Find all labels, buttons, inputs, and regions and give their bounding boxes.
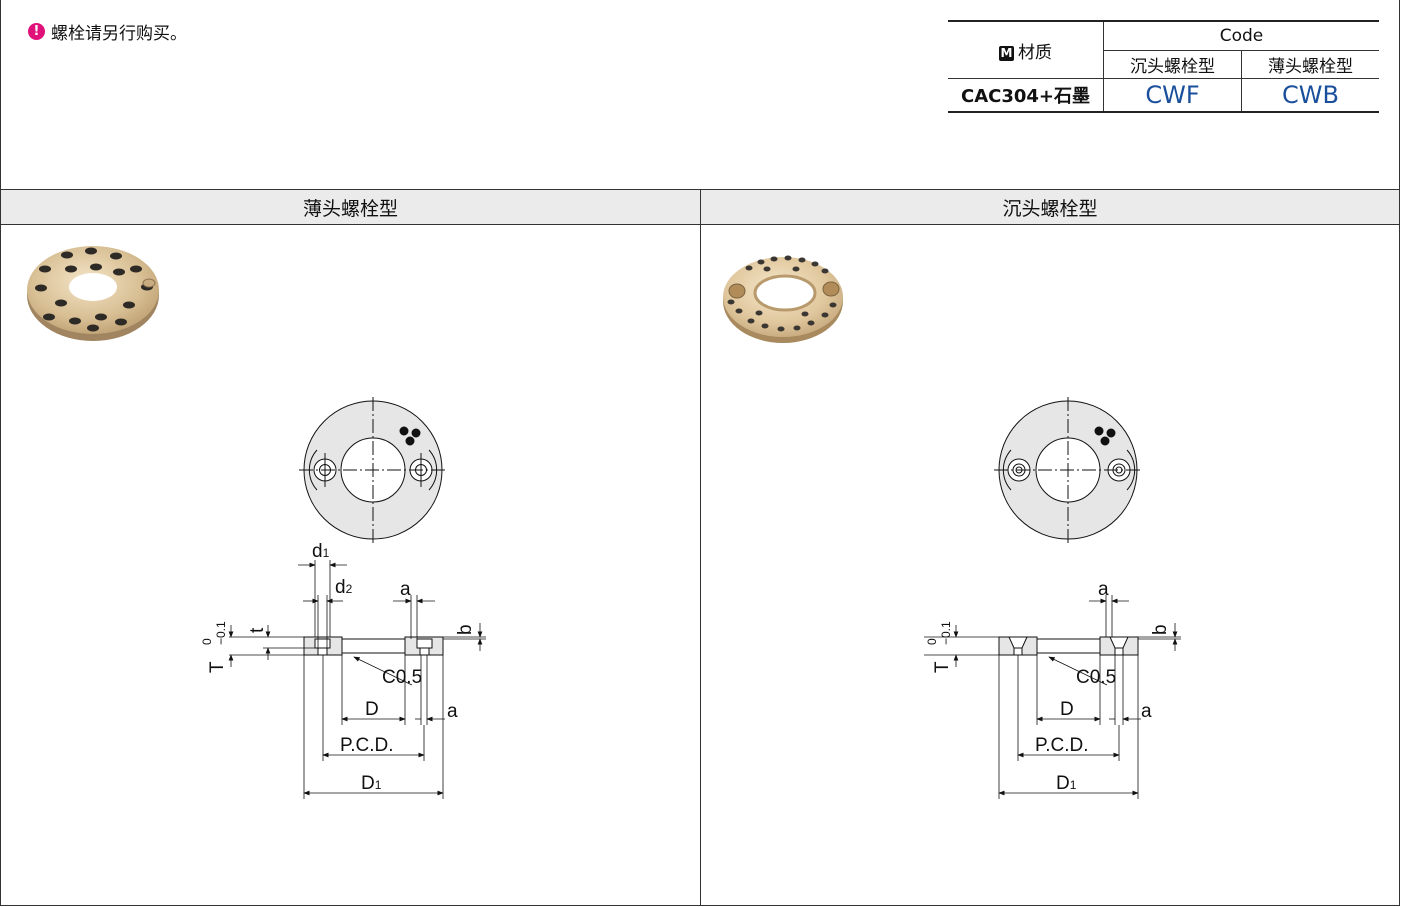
panel-title-thin: 薄头螺栓型 bbox=[1, 190, 700, 224]
panel-title-countersunk: 沉头螺栓型 bbox=[701, 190, 1399, 224]
code-countersunk[interactable]: CWF bbox=[1103, 78, 1242, 113]
cs-dim-T-tol-lower: −0.1 bbox=[939, 621, 953, 645]
code-thin[interactable]: CWB bbox=[1241, 78, 1379, 113]
dim-T-tol-upper: 0 bbox=[200, 638, 214, 645]
cs-dim-T-tol-upper: 0 bbox=[925, 638, 939, 645]
dim-a-bottom-label: a bbox=[447, 701, 458, 722]
cs-dim-pcd-label: P.C.D. bbox=[1035, 735, 1089, 756]
material-value: CAC304+石墨 bbox=[948, 78, 1104, 113]
dim-T-tol-lower: −0.1 bbox=[214, 621, 228, 645]
dim-pcd-label: P.C.D. bbox=[340, 735, 394, 756]
countersunk-bolt-dimensions bbox=[924, 595, 1181, 799]
countersunk-bolt-drawing: a b T 0 −0.1 C0.5 D a P.C.D. D1 bbox=[723, 255, 1181, 799]
dim-c05-label: C0.5 bbox=[382, 667, 422, 688]
cs-dim-a-bottom-label: a bbox=[1141, 701, 1152, 722]
panel-center-divider bbox=[700, 189, 701, 906]
dim-d2-label: d2 bbox=[335, 577, 353, 598]
dim-D1-label: D1 bbox=[361, 773, 382, 794]
code-header: Code bbox=[1103, 20, 1379, 51]
dim-t-label: t bbox=[247, 627, 268, 633]
thin-bolt-section-view bbox=[303, 636, 444, 656]
cs-dim-D1-label: D1 bbox=[1056, 773, 1077, 794]
cs-dim-D-label: D bbox=[1060, 699, 1074, 720]
bolt-note-text: 螺栓请另行购买。 bbox=[51, 24, 187, 44]
col-countersunk-header: 沉头螺栓型 bbox=[1103, 49, 1242, 79]
dim-D-label: D bbox=[365, 699, 379, 720]
cs-dim-b-label: b bbox=[1150, 624, 1171, 635]
countersunk-bolt-product-photo bbox=[723, 255, 843, 343]
dim-a-top-label: a bbox=[400, 579, 411, 600]
thin-bolt-drawing: d1 d2 a b t T 0 −0.1 C0.5 D a P.C.D. D1 bbox=[27, 246, 486, 799]
dim-T-label: T bbox=[207, 661, 228, 673]
material-header: 材质 bbox=[1018, 42, 1052, 63]
thin-bolt-top-view bbox=[299, 397, 447, 543]
cs-dim-a-top-label: a bbox=[1098, 579, 1109, 600]
material-badge: M bbox=[999, 45, 1014, 61]
col-thin-header: 薄头螺栓型 bbox=[1241, 49, 1379, 79]
countersunk-bolt-top-view bbox=[994, 397, 1142, 543]
dim-d1-label: d1 bbox=[312, 541, 330, 562]
cs-dim-T-label: T bbox=[932, 661, 953, 673]
cs-dim-c05-label: C0.5 bbox=[1076, 667, 1116, 688]
bolt-note: ! 螺栓请另行购买。 bbox=[28, 19, 187, 44]
thin-bolt-product-photo bbox=[27, 246, 159, 341]
countersunk-bolt-section-view bbox=[998, 636, 1139, 656]
thin-bolt-dimensions bbox=[228, 560, 486, 799]
exclamation-icon: ! bbox=[28, 23, 45, 40]
dim-b-label: b bbox=[455, 624, 476, 635]
